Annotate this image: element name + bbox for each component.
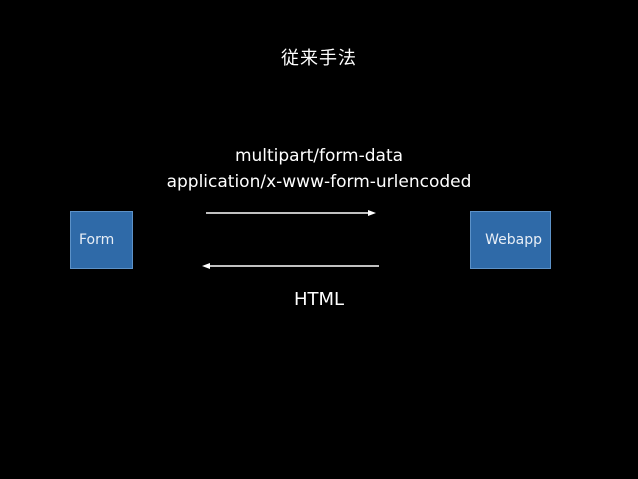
webapp-node: Webapp bbox=[470, 211, 551, 269]
form-node: Form bbox=[70, 211, 133, 269]
form-node-label: Form bbox=[79, 232, 115, 248]
slide-title: 従来手法 bbox=[281, 48, 357, 69]
webapp-node-label: Webapp bbox=[485, 232, 542, 248]
response-label: HTML bbox=[293, 289, 345, 310]
request-content-type-urlencoded: application/x-www-form-urlencoded bbox=[166, 172, 472, 192]
request-arrow bbox=[206, 210, 376, 216]
response-arrow bbox=[202, 263, 379, 269]
request-content-type-multipart: multipart/form-data bbox=[234, 146, 404, 166]
